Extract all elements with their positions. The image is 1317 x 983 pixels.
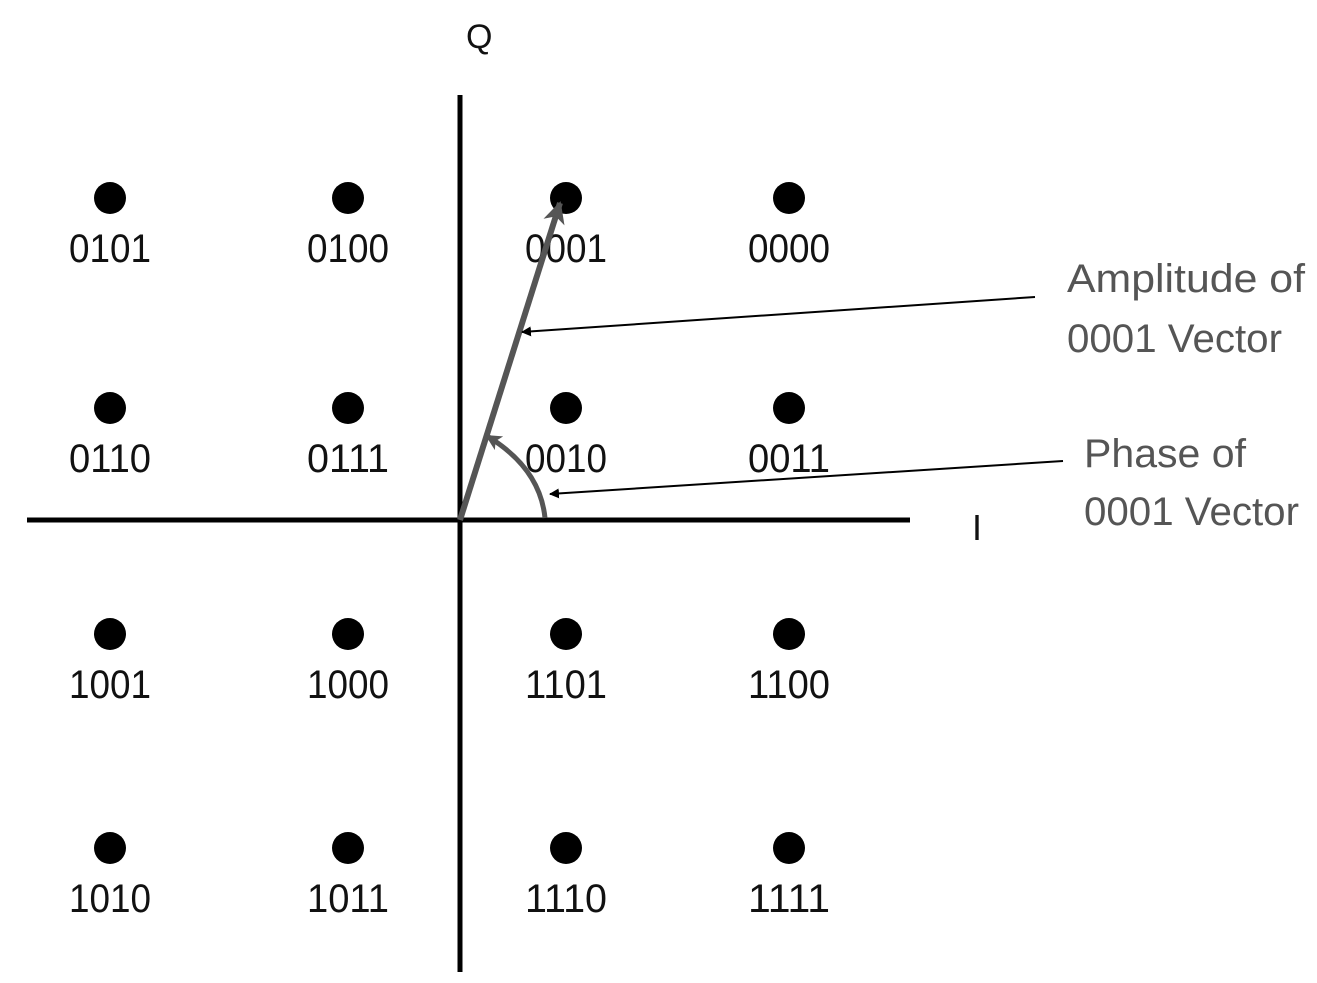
q-axis-label: Q	[466, 18, 492, 56]
constellation-point	[773, 832, 805, 864]
constellation-point	[550, 182, 582, 214]
point-label: 0011	[748, 437, 830, 481]
point-label: 1010	[69, 877, 151, 921]
constellation-point	[550, 392, 582, 424]
constellation-point	[94, 392, 126, 424]
point-label: 0010	[525, 437, 607, 481]
phase-pointer-arrow	[549, 460, 1064, 499]
constellation-point	[94, 182, 126, 214]
phase-annotation-line2: 0001 Vector	[1084, 490, 1299, 534]
constellation-point	[773, 618, 805, 650]
phase-annotation-line1: Phase of	[1084, 432, 1247, 476]
point-label: 1110	[525, 877, 607, 921]
point-label: 0001	[525, 227, 607, 271]
constellation-point	[550, 618, 582, 650]
amplitude-vector	[457, 201, 565, 521]
point-label: 0100	[307, 227, 389, 271]
point-label: 0101	[69, 227, 151, 271]
constellation-point	[94, 832, 126, 864]
point-label: 1100	[748, 663, 830, 707]
point-label: 1011	[307, 877, 389, 921]
point-label: 0111	[307, 437, 389, 481]
point-label: 1101	[525, 663, 607, 707]
amplitude-pointer-arrow	[521, 296, 1036, 337]
constellation-point	[332, 618, 364, 650]
constellation-point	[332, 392, 364, 424]
constellation-point	[773, 182, 805, 214]
point-label: 1111	[748, 877, 830, 921]
constellation-point	[550, 832, 582, 864]
constellation-point	[773, 392, 805, 424]
point-label: 0110	[69, 437, 151, 481]
constellation-point	[332, 182, 364, 214]
phase-arc	[485, 433, 548, 519]
i-axis-label: I	[972, 507, 982, 548]
constellation-point	[94, 618, 126, 650]
amplitude-annotation-line2: 0001 Vector	[1067, 317, 1282, 361]
constellation-point	[332, 832, 364, 864]
amplitude-annotation-line1: Amplitude of	[1067, 257, 1306, 301]
point-label: 0000	[748, 227, 830, 271]
point-label: 1001	[69, 663, 151, 707]
point-label: 1000	[307, 663, 389, 707]
